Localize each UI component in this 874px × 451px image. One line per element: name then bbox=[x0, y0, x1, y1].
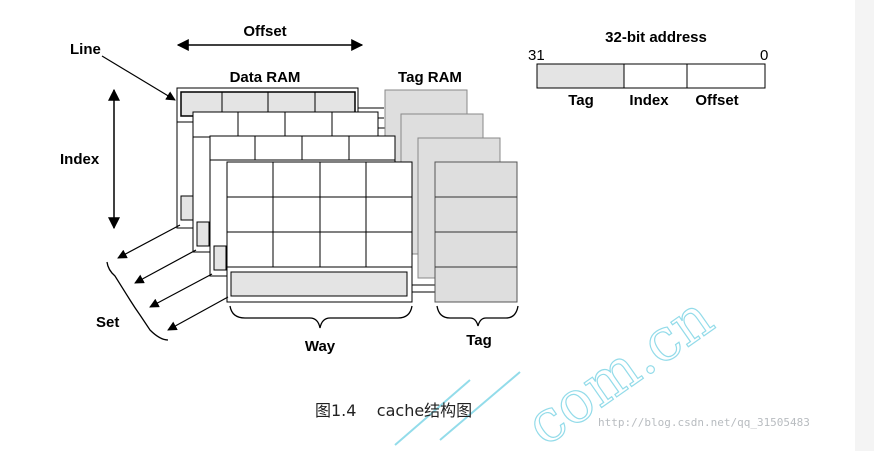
line-arrow bbox=[101, 55, 176, 101]
set-brace bbox=[106, 261, 169, 341]
address-tag-label: Tag bbox=[568, 92, 594, 109]
address-tag-field bbox=[536, 63, 625, 89]
address-index-label: Index bbox=[629, 92, 669, 109]
set-label: Set bbox=[96, 314, 119, 331]
way-label: Way bbox=[305, 338, 336, 355]
index-label: Index bbox=[60, 151, 100, 168]
figure-caption: 图1.4 cache结构图 bbox=[315, 401, 472, 420]
watermark-url: http://blog.csdn.net/qq_31505483 bbox=[598, 416, 810, 429]
data-ram-label: Data RAM bbox=[230, 69, 301, 86]
right-scroll-strip bbox=[855, 0, 874, 451]
line-label: Line bbox=[70, 41, 101, 58]
data-ram-way-4 bbox=[226, 161, 413, 303]
address-offset-label: Offset bbox=[695, 92, 738, 109]
tag-ram-way-4 bbox=[434, 161, 518, 303]
way-brace bbox=[229, 305, 413, 329]
tag-brace bbox=[436, 305, 519, 327]
address-msb: 31 bbox=[528, 47, 545, 64]
tag-ram-label: Tag RAM bbox=[398, 69, 462, 86]
set-arrows bbox=[117, 224, 229, 331]
address-title: 32-bit address bbox=[605, 29, 707, 46]
tag-bottom-label: Tag bbox=[466, 332, 492, 349]
address-lsb: 0 bbox=[760, 47, 768, 64]
offset-label: Offset bbox=[243, 23, 286, 40]
address-offset-field bbox=[686, 63, 766, 89]
address-index-field bbox=[623, 63, 688, 89]
